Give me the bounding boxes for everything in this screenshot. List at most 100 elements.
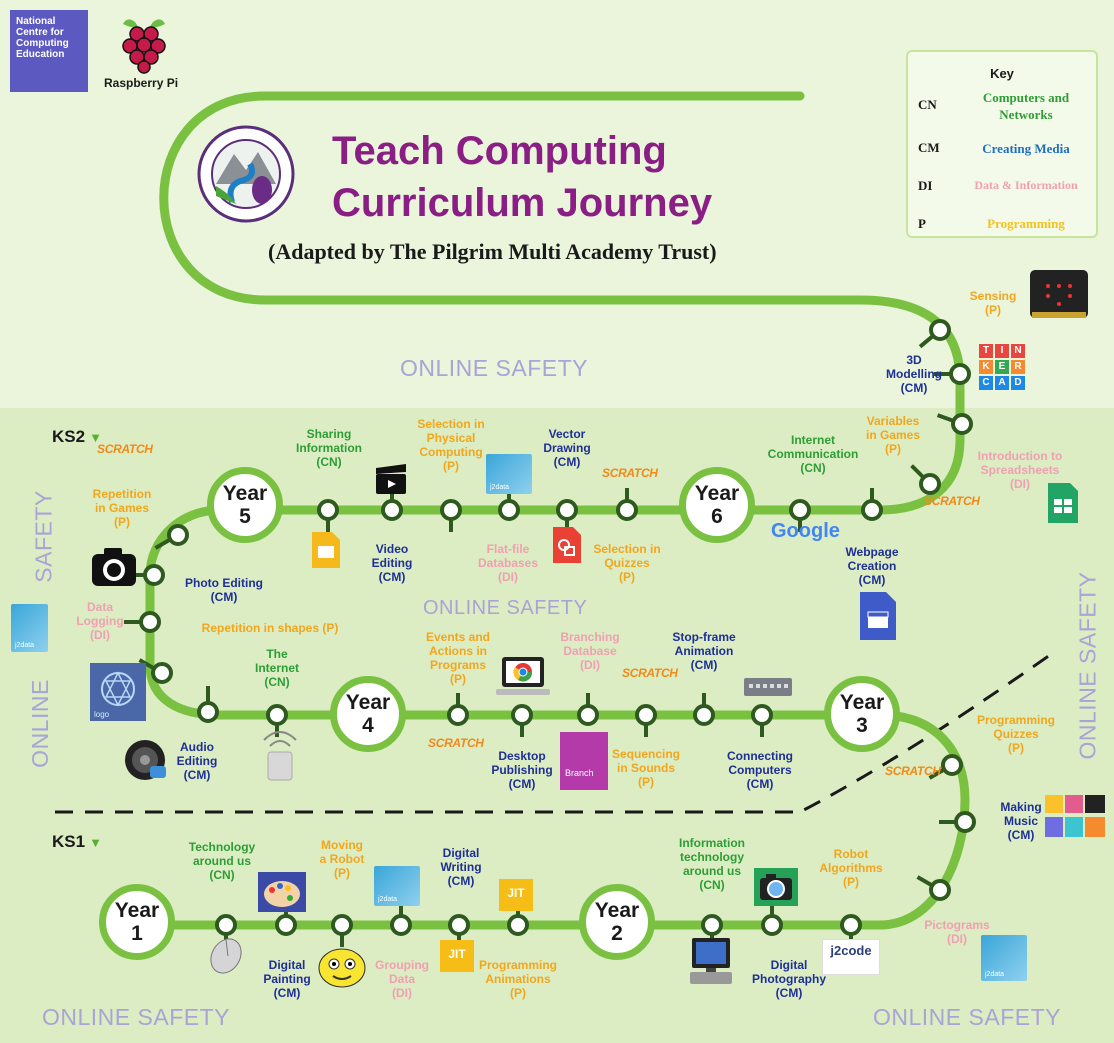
key-label-p: Programming	[987, 216, 1065, 231]
unit-label-line: Information	[679, 836, 745, 850]
unit-label-line: (DI)	[497, 570, 518, 584]
unit-label-line: Animations	[485, 972, 551, 986]
unit-label-line: Connecting	[727, 749, 793, 763]
ks2-label: KS2▼	[52, 427, 102, 447]
digital-camera-icon	[754, 868, 798, 906]
page-title-line2: Curriculum Journey	[332, 181, 713, 225]
unit-label-line: Photography	[752, 972, 826, 986]
online-safety-label-left-bottom: ONLINE	[26, 679, 53, 768]
unit-label-line: (P)	[509, 986, 526, 1000]
unit-label-line: (CM)	[746, 777, 774, 791]
unit-label-line: Programs	[429, 658, 487, 672]
microbit-icon	[1030, 270, 1088, 318]
stop-marker	[929, 879, 951, 901]
unit-label-line: (DI)	[580, 658, 600, 672]
speaker-icon	[125, 740, 166, 780]
branch-database-icon: Branch	[560, 732, 608, 790]
unit-label-line: (CN)	[316, 455, 342, 469]
unit-label-line: Pictograms	[924, 918, 990, 932]
unit-label-line: (P)	[113, 515, 130, 529]
unit-label-line: Events and	[425, 630, 491, 644]
unit-label-line: Quizzes	[993, 727, 1039, 741]
unit-label-line: (P)	[637, 775, 654, 789]
beebot-robot-icon	[318, 948, 366, 988]
year-5-word: Year	[222, 482, 268, 505]
year-2-number: 2	[611, 922, 623, 945]
unit-label-line: (CM)	[553, 455, 581, 469]
stop-marker	[556, 499, 578, 521]
unit-label-line: Drawing	[543, 441, 591, 455]
raspberry-pi-label: Raspberry Pi	[104, 76, 179, 90]
unit-label-line: Modelling	[886, 367, 942, 381]
unit-label-line: Repetition	[92, 487, 152, 501]
page-title-line1: Teach Computing	[332, 129, 667, 173]
laptop-chrome-icon	[496, 657, 550, 695]
online-safety-label-middle: ONLINE SAFETY	[423, 597, 588, 619]
unit-label-pictograms: Pictograms(DI)	[924, 918, 989, 946]
unit-label-line: Photo Editing	[185, 576, 263, 590]
stop-marker	[440, 499, 462, 521]
unit-label-line: Databases	[477, 556, 539, 570]
stop-marker	[151, 662, 173, 684]
scratch-text: SCRATCH	[602, 466, 658, 480]
unit-label-sensing: Sensing(P)	[970, 289, 1017, 317]
unit-label-line: Vector	[548, 427, 586, 441]
online-safety-label-left-top: SAFETY	[30, 490, 57, 583]
key-label-cn: Computers and Networks	[982, 90, 1070, 122]
google-logo-text: Google	[771, 520, 840, 542]
music-apps-icon	[1045, 795, 1105, 837]
ncce-logo: National Centre for Computing Education	[10, 10, 88, 92]
scratch-icon-sequencing-sounds: SCRATCH	[622, 666, 678, 680]
desktop-computer-icon	[690, 938, 732, 984]
year-6-word: Year	[694, 482, 740, 505]
stop-marker	[511, 704, 533, 726]
page-subtitle: (Adapted by The Pilgrim Multi Academy Tr…	[268, 239, 717, 264]
stop-marker	[840, 914, 862, 936]
logo-software-icon	[90, 663, 146, 721]
unit-label-line: (P)	[1007, 741, 1024, 755]
unit-label-line: Computers	[728, 763, 792, 777]
unit-label-line: a Robot	[319, 852, 365, 866]
stop-marker	[215, 914, 237, 936]
unit-label-line: around us	[682, 864, 741, 878]
online-safety-label-bottom-right: ONLINE SAFETY	[873, 1004, 1061, 1030]
unit-label-photo-editing: Photo Editing(CM)	[185, 576, 263, 604]
paint-palette-icon	[258, 872, 306, 912]
j2data-icon-pictograms: j2data	[981, 935, 1027, 981]
tinkercad-tile: K	[979, 360, 993, 374]
year-1-word: Year	[114, 899, 160, 922]
unit-label-line: Robot	[833, 847, 869, 861]
ncce-logo-text: National Centre for Computing Education	[16, 16, 69, 60]
online-safety-label-right: ONLINE SAFETY	[1074, 571, 1101, 760]
jit-icon-animations-text: JIT	[448, 947, 466, 961]
unit-label-line: Animation	[674, 644, 734, 658]
unit-label-line: Moving	[320, 838, 363, 852]
unit-label-line: Editing	[176, 754, 218, 768]
stop-marker	[143, 564, 165, 586]
unit-label-line: Audio	[179, 740, 214, 754]
unit-label-line: (DI)	[946, 932, 967, 946]
unit-label-line: (CM)	[1007, 828, 1035, 842]
unit-label-line: (CM)	[508, 777, 536, 791]
unit-label-line: (P)	[885, 442, 901, 456]
logo-software-label: logo	[94, 710, 110, 719]
jit-icon-animations: JIT	[440, 940, 474, 972]
stop-marker	[507, 914, 529, 936]
